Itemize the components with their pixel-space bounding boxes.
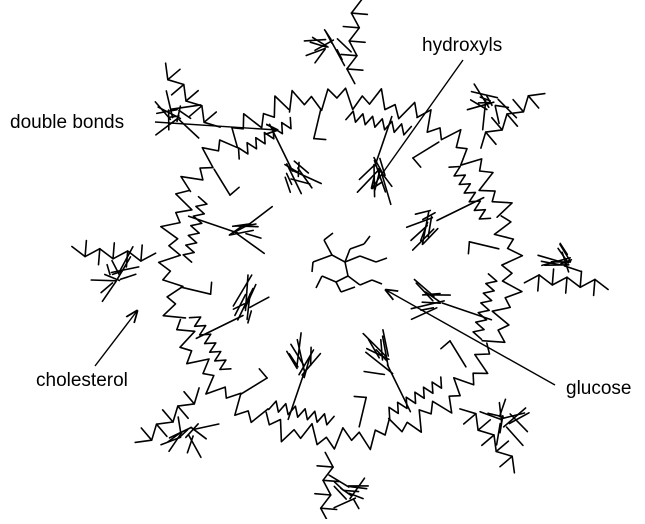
ring-wall-segment [177,320,268,423]
ring-wall-segment [389,343,490,432]
glucose-ring [312,233,387,292]
cholesterol-label: cholesterol [36,371,128,390]
double-bonds-label: double bonds [10,113,124,132]
cholesterol-arrow [95,311,137,366]
glucose-arrow [386,290,555,385]
double-bond-chain [183,197,207,262]
hydroxyls-label: hydroxyls [422,36,502,55]
ring-wall-segment [266,412,389,449]
glucose-label: glucose [566,379,632,398]
double-bond-chain [473,274,497,339]
hydroxyls-arrow [372,60,463,188]
ring-wall-segment [482,216,522,342]
